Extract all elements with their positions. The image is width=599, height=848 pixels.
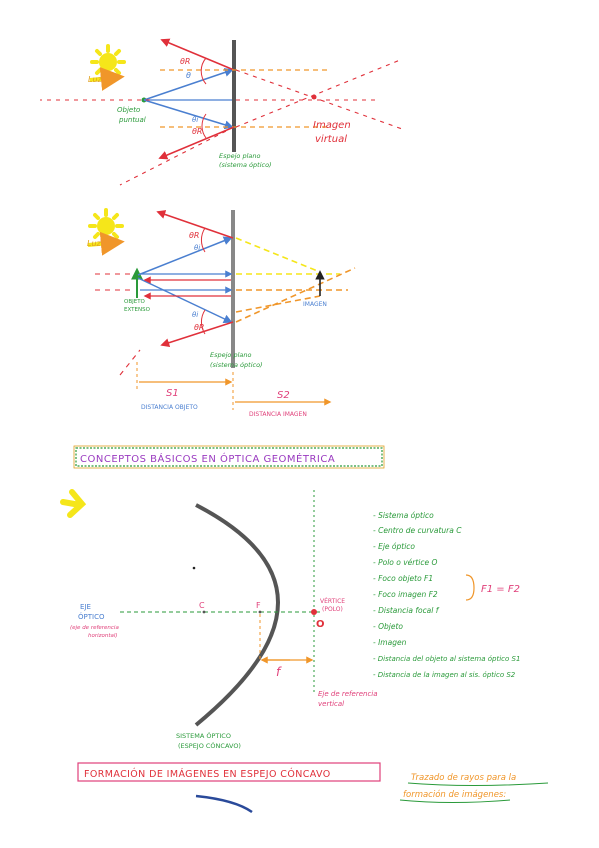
concept-item: - Foco imagen F2 xyxy=(373,590,438,599)
angle-arc xyxy=(200,57,207,85)
axis-label-line4: horizontal) xyxy=(88,633,118,639)
reflected-ray xyxy=(156,210,234,239)
section-title: CONCEPTOS BÁSICOS EN ÓPTICA GEOMÉTRICA xyxy=(80,452,335,465)
angle-arc xyxy=(201,309,206,335)
mirror-label-line1: Espejo plano xyxy=(210,351,252,359)
partial-mirror-arc xyxy=(195,794,253,814)
focus-point xyxy=(258,610,262,614)
normal-lines xyxy=(160,69,330,128)
sun-label: Luz xyxy=(88,75,103,84)
diagram-plane-mirror-point-object: Luz θR θ θi θR Objeto xyxy=(40,38,406,186)
virtual-image-label-line2: virtual xyxy=(315,134,347,145)
s1-label: S1 xyxy=(166,388,179,399)
section-title-formacion: FORMACIÓN DE IMÁGENES EN ESPEJO CÓNCAVO xyxy=(77,762,381,782)
angle-arc xyxy=(201,227,206,253)
object-label-line2: puntual xyxy=(118,116,146,124)
reflected-ray xyxy=(160,38,235,71)
concept-item: - Centro de curvatura C xyxy=(373,526,462,535)
system-label-line1: SISTEMA ÓPTICO xyxy=(176,731,231,740)
extended-object-label-line1: OBJETO xyxy=(124,299,146,305)
center-point xyxy=(202,610,206,614)
section-title-conceptos: CONCEPTOS BÁSICOS EN ÓPTICA GEOMÉTRICA xyxy=(73,445,385,469)
focus-equation: F1 = F2 xyxy=(481,584,520,595)
concept-item: - Distancia del objeto al sistema óptico… xyxy=(373,655,520,663)
sun-icon xyxy=(90,44,126,80)
image-label: IMAGEN xyxy=(303,301,327,308)
vertical-axis-label-line1: Eje de referencia xyxy=(318,690,378,698)
concept-item: - Distancia focal f xyxy=(373,606,440,615)
theta-r2-label: θR xyxy=(194,323,204,332)
trazado-underline xyxy=(399,799,511,803)
concept-item: - Objeto xyxy=(373,622,403,631)
concepts-list: - Sistema óptico - Centro de curvatura C… xyxy=(373,511,520,679)
angle-arc xyxy=(201,113,207,139)
theta-r-label: θR xyxy=(180,57,190,66)
concept-item: - Imagen xyxy=(373,638,407,647)
axis-label-line3: (eje de referencia xyxy=(70,625,119,631)
light-arrow xyxy=(89,66,125,91)
virtual-image-label-line1: Imagen xyxy=(313,120,351,131)
incident-ray xyxy=(137,277,233,323)
system-label-line2: (ESPEJO CÓNCAVO) xyxy=(178,741,241,750)
yellow-pointer-arrow xyxy=(60,489,87,518)
concave-mirror-arc xyxy=(194,503,280,727)
incident-ray xyxy=(143,68,234,101)
focus-f-label: F xyxy=(256,601,261,610)
trazado-underline xyxy=(407,782,549,786)
object-label-line1: Objeto xyxy=(117,106,140,114)
virtual-extensions xyxy=(40,59,406,186)
concept-item: - Distancia de la imagen al sis. óptico … xyxy=(373,671,516,679)
title-box xyxy=(75,447,383,467)
concept-item: - Sistema óptico xyxy=(373,511,434,520)
focal-length-label: f xyxy=(276,665,282,679)
focus-bracket xyxy=(465,574,475,601)
theta-label: θ xyxy=(186,71,191,80)
yellow-extensions xyxy=(235,237,340,275)
theta-r-label: θR xyxy=(189,231,199,240)
concept-item: - Eje óptico xyxy=(373,542,415,551)
axis-label-line2: ÓPTICO xyxy=(78,612,105,621)
diagram-plane-mirror-extended-object: Luz θR θ xyxy=(87,208,356,418)
extended-object-label-line2: EXTENSO xyxy=(124,307,151,313)
theta-i2-label: θi xyxy=(192,311,198,319)
vertex-point xyxy=(311,609,317,615)
orange-extensions xyxy=(235,267,356,323)
incident-ray xyxy=(137,236,233,276)
incident-ray xyxy=(143,99,234,130)
mirror-label-line1: Espejo plano xyxy=(219,152,261,160)
sun-label: Luz xyxy=(87,239,102,248)
section-title: FORMACIÓN DE IMÁGENES EN ESPEJO CÓNCAVO xyxy=(84,768,331,780)
mirror-label-line2: (sistema óptico) xyxy=(219,161,272,169)
light-arrow xyxy=(87,231,125,256)
trazado-line2: formación de imágenes: xyxy=(403,789,506,800)
s2-label: S2 xyxy=(277,390,290,401)
center-c-label: C xyxy=(199,601,205,610)
concept-item: - Foco objeto F1 xyxy=(373,574,433,583)
s2-caption: DISTANCIA IMAGEN xyxy=(249,411,307,418)
theta-i-label: θi xyxy=(192,116,198,124)
trazado-line1: Trazado de rayos para la xyxy=(411,773,516,783)
axis-label-line1: EJE xyxy=(80,603,91,611)
s1-caption: DISTANCIA OBJETO xyxy=(141,404,198,411)
sun-icon xyxy=(88,208,124,244)
vertex-label-line1: VÉRTICE xyxy=(320,597,345,605)
vertex-o-label: O xyxy=(316,619,325,630)
diagram-concave-mirror: C F f O VÉRTICE (POLO) EJE ÓPTICO (eje d… xyxy=(60,489,378,750)
concept-item: - Polo o vértice O xyxy=(373,558,438,567)
horizontal-dashed-lines xyxy=(95,273,141,376)
virtual-image-point xyxy=(311,94,317,100)
title-box-outer xyxy=(73,445,385,469)
theta-r2-label: θR xyxy=(192,127,202,136)
vertical-axis-label-line2: vertical xyxy=(318,700,344,708)
reflected-ray xyxy=(158,126,235,160)
theta-i-label: θi xyxy=(194,244,200,252)
reflected-ray xyxy=(160,321,234,348)
small-dot xyxy=(192,566,196,570)
vertex-label-line2: (POLO) xyxy=(322,606,343,613)
mirror-label-line2: (sistema óptico) xyxy=(210,361,263,369)
title-box xyxy=(77,762,381,782)
